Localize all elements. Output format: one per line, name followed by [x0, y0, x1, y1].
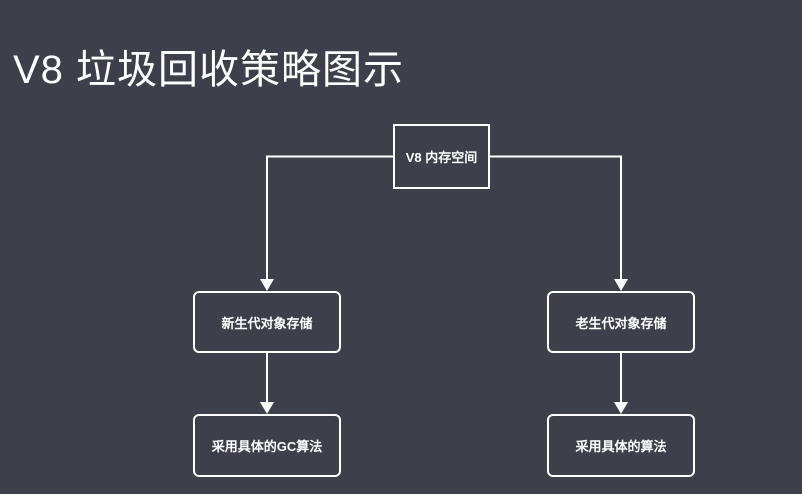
connector-new-gen-to-alg — [260, 353, 274, 414]
page-title: V8 垃圾回收策略图示 — [13, 47, 405, 92]
node-label: V8 内存空间 — [405, 150, 478, 165]
node-new-gen-gc-algorithm: 采用具体的GC算法 — [193, 414, 341, 477]
connector-root-to-new-gen — [260, 155, 393, 291]
arrowhead-down-icon — [614, 402, 628, 414]
node-label: 老生代对象存储 — [575, 315, 667, 331]
node-old-generation-storage: 老生代对象存储 — [547, 291, 695, 353]
node-label: 采用具体的算法 — [575, 439, 667, 454]
node-v8-memory-space: V8 内存空间 — [393, 124, 490, 189]
arrowhead-down-icon — [260, 279, 274, 291]
node-label: 新生代对象存储 — [221, 315, 313, 331]
node-new-generation-storage: 新生代对象存储 — [193, 291, 341, 353]
arrowhead-down-icon — [614, 279, 628, 291]
node-label: 采用具体的GC算法 — [211, 439, 323, 454]
connector-old-gen-to-alg — [614, 353, 628, 414]
arrowhead-down-icon — [260, 402, 274, 414]
connector-root-to-old-gen — [490, 155, 628, 291]
node-old-gen-algorithm: 采用具体的算法 — [547, 414, 695, 477]
